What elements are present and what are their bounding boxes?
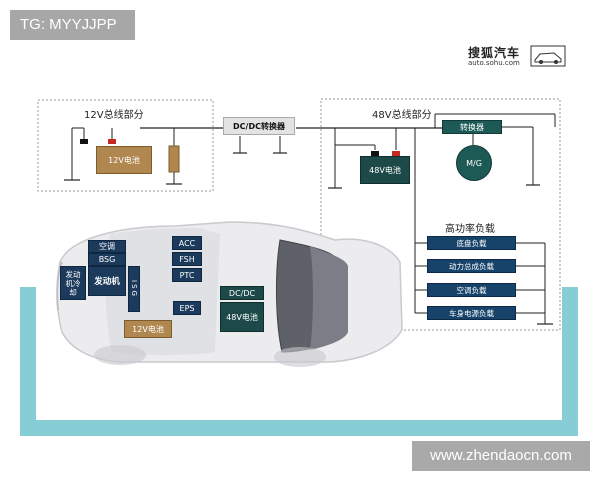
car-fsh-block: FSH [172,252,202,266]
logo-url: auto.sohu.com [468,59,520,67]
bus48-label: 48V总线部分 [372,110,432,121]
car-engine-cooling-block: 发动机冷却 [60,266,86,300]
car-eps-block: EPS [173,301,201,315]
battery48-block: 48V电池 [360,156,410,184]
load-powertrain: 动力总成负载 [427,259,516,273]
car-dcdc-block: DC/DC [220,286,264,300]
load-body-power: 车身电源负载 [427,306,516,320]
bus12-region [37,99,214,192]
bus48-region [320,98,561,331]
car-ptc-block: PTC [172,268,202,282]
car-sketch-icon [530,45,566,67]
car-isg-block: ISG [128,266,140,312]
load-resistor [168,145,180,173]
car-battery12-block: 12V电池 [124,320,172,338]
load-chassis: 底盘负载 [427,236,516,250]
battery12-block: 12V电池 [96,146,152,174]
site-watermark: www.zhendaocn.com [412,441,590,471]
converter-block: 转换器 [442,120,502,134]
car-acc-block: ACC [172,236,202,250]
bus12-label: 12V总线部分 [84,110,144,121]
cyan-frame [20,287,578,436]
logo-brand: 搜狐汽车 [468,46,521,60]
load-aircon: 空调负载 [427,283,516,297]
sohu-auto-logo: 搜狐汽车 auto.sohu.com [468,44,568,70]
high-loads-label: 高功率负载 [445,224,495,235]
car-bsg-block: BSG [88,253,126,266]
dcdc-converter-block: DC/DC转换器 [223,117,295,135]
tg-watermark: TG: MYYJJPP [10,10,135,40]
motor-generator-icon: M/G [456,145,492,181]
car-battery48-block: 48V电池 [220,302,264,332]
car-engine-block: 发动机 [88,266,126,296]
car-aircon-block: 空调 [88,240,126,253]
